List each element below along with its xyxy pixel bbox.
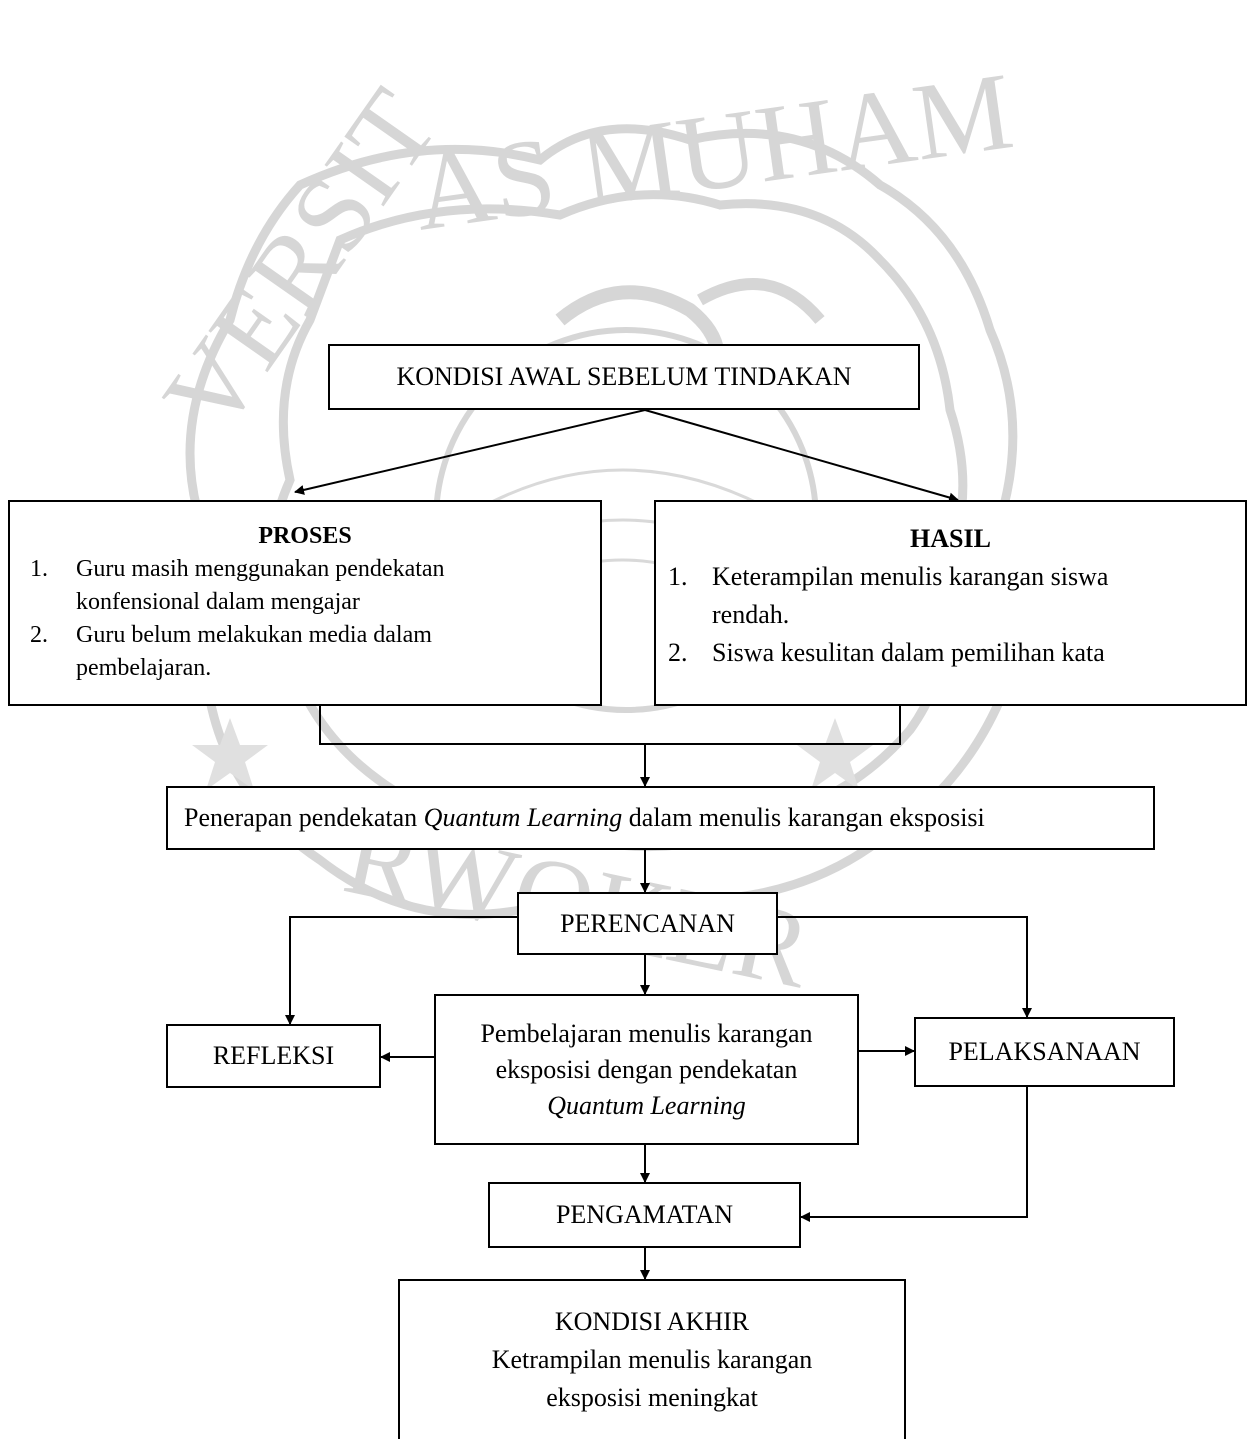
kondisi-akhir-box: KONDISI AKHIR Ketrampilan menulis karang…	[398, 1279, 906, 1439]
kondisi-akhir-title: KONDISI AKHIR	[554, 1307, 750, 1336]
perencanaan-box: PERENCANAN	[517, 892, 778, 955]
list-item: 2. Guru belum melakukan media dalam pemb…	[30, 622, 432, 681]
hasil-box: HASIL 1. Keterampilan menulis karangan s…	[654, 500, 1247, 706]
refleksi-label: REFLEKSI	[212, 1041, 335, 1070]
pembelajaran-line2: eksposisi dengan pendekatan	[495, 1054, 798, 1084]
arrow-perencanaan-to-refleksi	[285, 916, 517, 1025]
kondisi-akhir-line2: eksposisi meningkat	[546, 1383, 758, 1412]
pembelajaran-box: Pembelajaran menulis karangan eksposisi …	[434, 994, 859, 1145]
pelaksanaan-label: PELAKSANAAN	[948, 1037, 1141, 1066]
proses-box: PROSES 1. Guru masih menggunakan pendeka…	[8, 500, 602, 706]
refleksi-box: REFLEKSI	[166, 1024, 381, 1088]
kondisi-awal-label: KONDISI AWAL SEBELUM TINDAKAN	[396, 362, 852, 391]
perencanaan-label: PERENCANAN	[560, 908, 735, 938]
hasil-title: HASIL	[910, 524, 991, 553]
penerapan-label: Penerapan pendekatan Quantum Learning da…	[184, 803, 985, 832]
arrow-pelaksanaan-to-pengamatan	[800, 1087, 1028, 1222]
pelaksanaan-box: PELAKSANAAN	[914, 1017, 1175, 1087]
list-item: 1. Guru masih menggunakan pendekatan kon…	[30, 556, 445, 615]
kondisi-akhir-line1: Ketrampilan menulis karangan	[491, 1345, 813, 1374]
kondisi-awal-box: KONDISI AWAL SEBELUM TINDAKAN	[328, 344, 920, 410]
list-item: 1. Keterampilan menulis karangan siswa r…	[668, 562, 1109, 629]
arrow-to-hasil	[644, 409, 959, 503]
pengamatan-box: PENGAMATAN	[488, 1182, 801, 1248]
proses-title: PROSES	[258, 523, 352, 549]
pembelajaran-line3: Quantum Learning	[547, 1090, 746, 1120]
arrow-perencanaan-to-pelaksanaan	[778, 916, 1032, 1018]
arrow-to-proses	[294, 409, 646, 495]
hasil-list: 1. Keterampilan menulis karangan siswa r…	[656, 558, 1245, 672]
pengamatan-label: PENGAMATAN	[555, 1200, 734, 1229]
proses-list: 1. Guru masih menggunakan pendekatan kon…	[10, 553, 600, 685]
merge-line	[319, 706, 901, 745]
list-item: 2. Siswa kesulitan dalam pemilihan kata	[668, 638, 1105, 667]
pembelajaran-line1: Pembelajaran menulis karangan	[480, 1018, 813, 1048]
penerapan-box: Penerapan pendekatan Quantum Learning da…	[166, 786, 1155, 850]
